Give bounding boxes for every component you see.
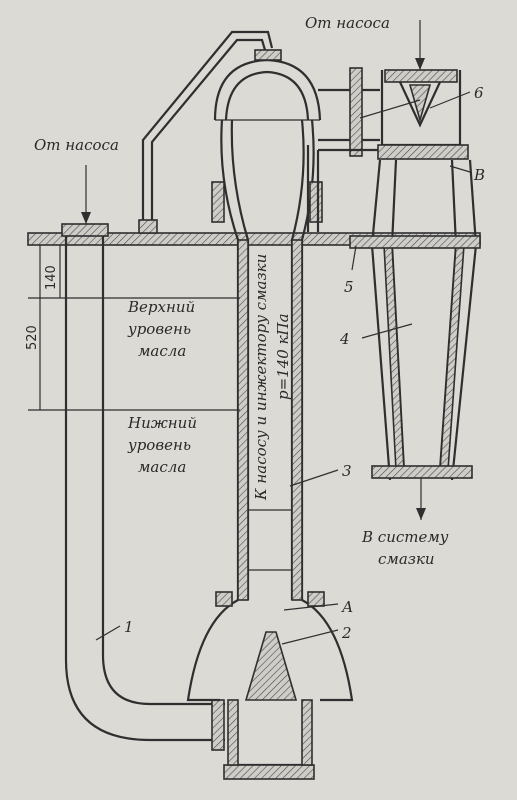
side-pipe [211, 67, 380, 232]
callout-4: 4 [339, 330, 350, 348]
callout-5: 5 [344, 278, 354, 296]
label-lower-level-2: уровень [127, 436, 191, 454]
label-upper-level-2: уровень [127, 320, 191, 338]
callout-3: 3 [342, 462, 352, 480]
callout-1: 1 [124, 618, 134, 636]
label-to-system-2: смазки [378, 550, 435, 568]
label-upper-level-1: Верхний [127, 298, 195, 316]
bottom-cone [186, 591, 354, 780]
callout-2: 2 [341, 624, 352, 642]
callout-B: В [473, 166, 485, 184]
callout-6: 6 [474, 84, 484, 102]
label-lower-level-3: масла [138, 458, 186, 476]
dimension-lines [28, 58, 426, 520]
leader-lines [95, 91, 471, 645]
injector-assembly [349, 20, 481, 520]
callout-A: А [341, 598, 353, 616]
label-to-pump: К насосу и инжектору смазки [252, 254, 270, 501]
label-to-system-1: В систему [361, 528, 449, 546]
label-from-pump-top: От насоса [305, 14, 390, 32]
label-pressure: p=140 кПа [274, 313, 292, 400]
label-lower-level-1: Нижний [127, 414, 197, 432]
breather-tube [138, 30, 274, 234]
label-from-pump-left: От насоса [34, 136, 119, 154]
suction-pipe-1 [61, 223, 225, 751]
dim-520: 520 [25, 325, 40, 350]
top-dome [213, 49, 322, 121]
dim-140: 140 [44, 265, 59, 290]
label-upper-level-3: масла [138, 342, 186, 360]
